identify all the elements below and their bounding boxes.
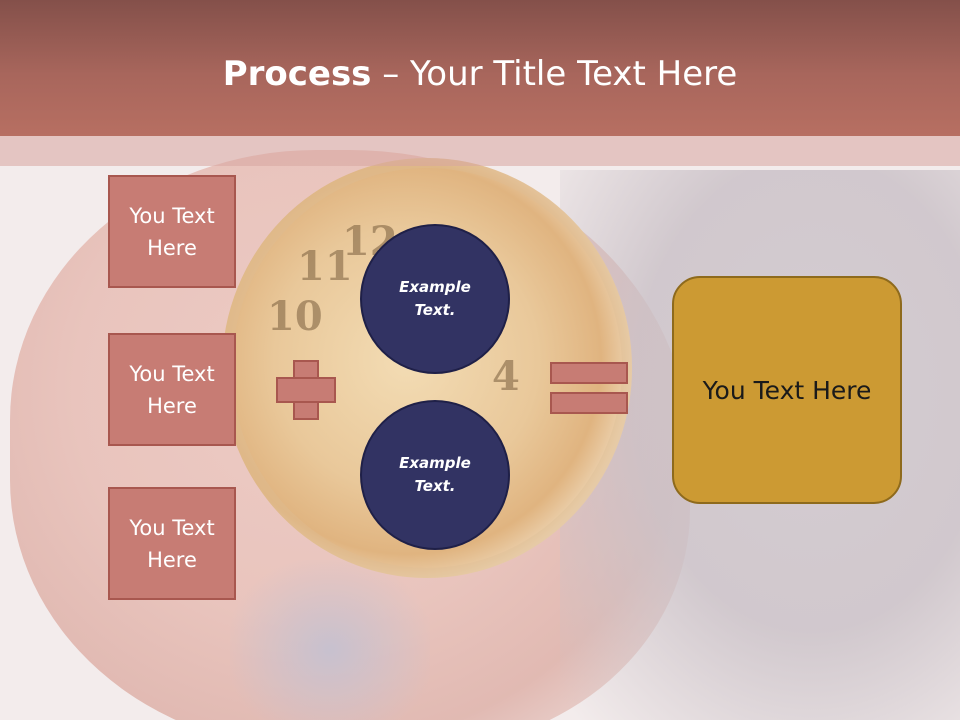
text-box-label: You Text Here [129, 203, 215, 260]
clock-numeral: 11 [297, 243, 353, 290]
result-box[interactable]: You Text Here [672, 276, 902, 504]
title-bar [0, 0, 960, 136]
clock-numeral: 10 [267, 293, 323, 340]
text-box-label: You Text Here [129, 515, 215, 572]
example-circle-2[interactable]: Example Text. [360, 400, 510, 550]
title-bar-strip [0, 136, 960, 166]
text-box-1[interactable]: You Text Here [108, 175, 236, 288]
title-rest: – Your Title Text Here [371, 54, 738, 94]
circle-label: Example Text. [399, 454, 471, 495]
slide-title[interactable]: Process – Your Title Text Here [0, 52, 960, 96]
text-box-2[interactable]: You Text Here [108, 333, 236, 446]
circle-label: Example Text. [399, 278, 471, 319]
cuff-shape [230, 560, 430, 720]
text-box-3[interactable]: You Text Here [108, 487, 236, 600]
clock-numeral: 4 [492, 353, 520, 400]
result-box-label: You Text Here [702, 375, 872, 405]
example-circle-1[interactable]: Example Text. [360, 224, 510, 374]
text-box-label: You Text Here [129, 361, 215, 418]
title-bold: Process [222, 54, 372, 94]
